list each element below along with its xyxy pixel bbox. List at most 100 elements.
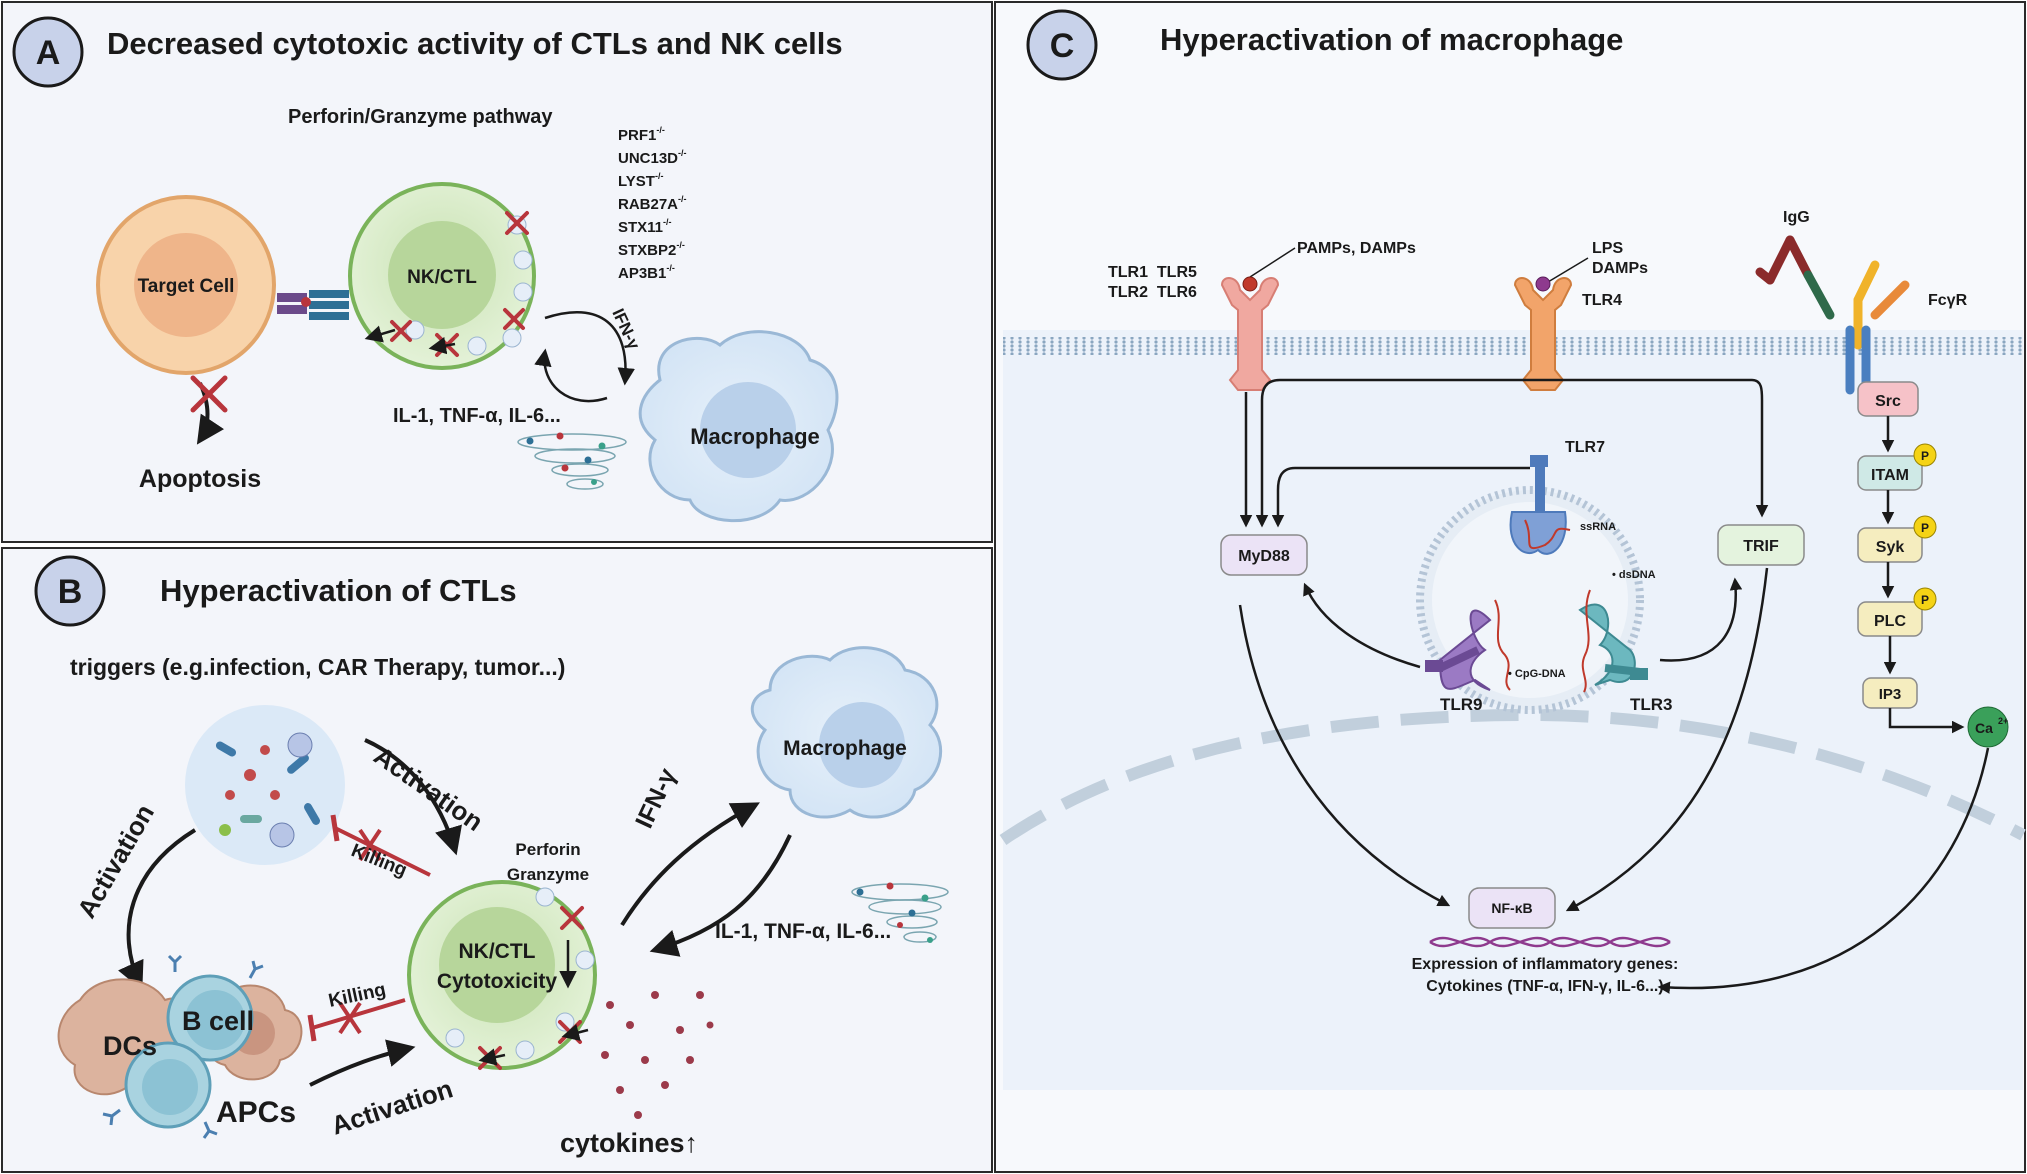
tlr7-label: TLR7 [1565,439,1605,456]
target-cell-nucleus [134,233,238,337]
activation-arrow-left [117,828,197,991]
ssrna-label: ssRNA [1580,521,1616,533]
b-cell-nucleus [185,990,245,1050]
panel-a-title: Decreased cytotoxic activity of CTLs and… [107,26,843,61]
pamps-label: PAMPs, DAMPs [1297,240,1416,257]
calcium-ion [1967,706,2009,748]
tlr3-label: TLR3 [1630,695,1673,714]
granzyme-label: Granzyme [507,865,589,884]
calcium-label: Ca [1975,720,1993,736]
ifn-arrow-a [544,311,635,386]
gene-name: UNC13D [618,150,678,167]
syk-box [1857,527,1923,563]
tlr3-receptor [1578,589,1648,693]
tlr-left-label-2: TLR2 TLR6 [1108,284,1197,301]
trif-box [1717,524,1805,566]
macrophage-label-b: Macrophage [783,737,907,760]
phospho-plc [1913,587,1937,611]
gene-name: PRF1 [618,127,656,144]
dcs-label: DCs [103,1031,157,1061]
pathogen-glyphs [215,732,320,848]
apc-cluster: B cell DCs APCs [57,954,303,1139]
fcgr-receptor [1845,260,1910,395]
igg-antibody [1755,235,1835,320]
gene-genotype: -/- [656,125,665,135]
killing-inhibition-top [330,814,431,877]
gene-name: STXBP2 [618,242,676,259]
secreted-cytokines-dots [601,991,714,1119]
panel-c: C Hyperactivation of macrophage TLR1 TLR… [994,1,2026,1173]
pathway-label: Perforin/Granzyme pathway [288,106,553,128]
activation-arrow-bottom [309,1039,416,1087]
itam-label: ITAM [1871,467,1909,484]
gene-name: STX11 [618,219,663,236]
gene-item: STX11-/- [618,217,672,236]
dsdna-label: • dsDNA [1612,569,1656,581]
perforin-label: Perforin [515,840,580,859]
panel-b-letter: B [58,573,83,611]
degranulation-arrows-b [478,940,589,1066]
cpg-label: • CpG-DNA [1508,668,1566,680]
gene-item: STXBP2-/- [618,240,685,259]
triggers-label: triggers (e.g.infection, CAR Therapy, tu… [70,654,565,680]
phospho-itam-label: P [1921,449,1929,463]
cytokine-swirl-a [517,432,627,490]
panel-c-title: Hyperactivation of macrophage [1160,22,1623,57]
phospho-syk [1913,515,1937,539]
gene-genotype: -/- [678,194,687,204]
phospho-itam [1913,443,1937,467]
expression-label-1: Expression of inflammatory genes: [1412,956,1679,973]
apoptosis-block-x [190,375,228,413]
nk-ctl-nucleus [388,221,496,329]
killing-inhibition-mid [307,998,406,1042]
cytokine-arrow-b [649,834,792,957]
nfkb-label: NF-κB [1491,900,1532,916]
cytokines-up-label: cytokines↑ [560,1128,698,1158]
panel-b: B Hyperactivation of CTLs triggers (e.g.… [1,547,993,1173]
gene-name: LYST [618,173,655,190]
tlr-heterodimer-receptor [1220,276,1280,391]
nk-ctl-label-b1: NK/CTL [459,940,536,963]
myd88-box [1220,534,1308,576]
fcgr-label: FcγR [1928,292,1968,309]
panel-a-badge [12,16,84,88]
gene-name: AP3B1 [618,265,666,282]
igg-label: IgG [1783,209,1810,226]
gene-name: RAB27A [618,196,678,213]
gene-genotype: -/- [663,217,672,227]
phospho-syk-label: P [1921,521,1929,535]
ip3-label: IP3 [1879,686,1902,703]
tlr9-receptor [1425,599,1511,691]
syk-label: Syk [1876,539,1905,556]
lps-label: LPS [1592,240,1623,257]
cytokines-label-a: IL-1, TNF-α, IL-6... [393,405,561,427]
nk-ctl-label: NK/CTL [407,267,477,288]
nuclear-envelope [999,708,2026,845]
tlr7-receptor [1509,455,1571,555]
gene-item: UNC13D-/- [618,148,687,167]
gene-genotype: -/- [666,263,675,273]
tlr4-receptor [1513,276,1573,391]
damps-label: DAMPs [1592,260,1648,277]
panel-c-badge [1026,9,1098,81]
trigger-pathogens [185,705,345,865]
apoptosis-label: Apoptosis [139,465,261,493]
calcium-charge: 2+ [1998,716,2008,726]
kinase-cascade: Src ITAM P Syk P PLC P IP3 Ca 2+ [1857,381,2009,748]
expression-label-2: Cytokines (TNF-α, IFN-γ, IL-6...) [1426,978,1663,995]
panel-a: A Decreased cytotoxic activity of CTLs a… [1,1,993,543]
phospho-plc-label: P [1921,593,1929,607]
gene-genotype: -/- [678,148,687,158]
gene-item: AP3B1-/- [618,263,675,282]
gene-genotype: -/- [655,171,664,181]
dna-helix [1429,936,1671,948]
itam-box [1857,455,1923,491]
b-cell-label: B cell [182,1006,254,1036]
macrophage-b-nucleus [819,702,905,788]
immune-synapse-receptors [277,290,349,320]
apc-cell-nucleus [142,1059,198,1115]
macrophage-label-a: Macrophage [690,424,820,449]
panel-c-letter: C [1050,27,1075,65]
cytokine-swirl-b [851,882,949,943]
